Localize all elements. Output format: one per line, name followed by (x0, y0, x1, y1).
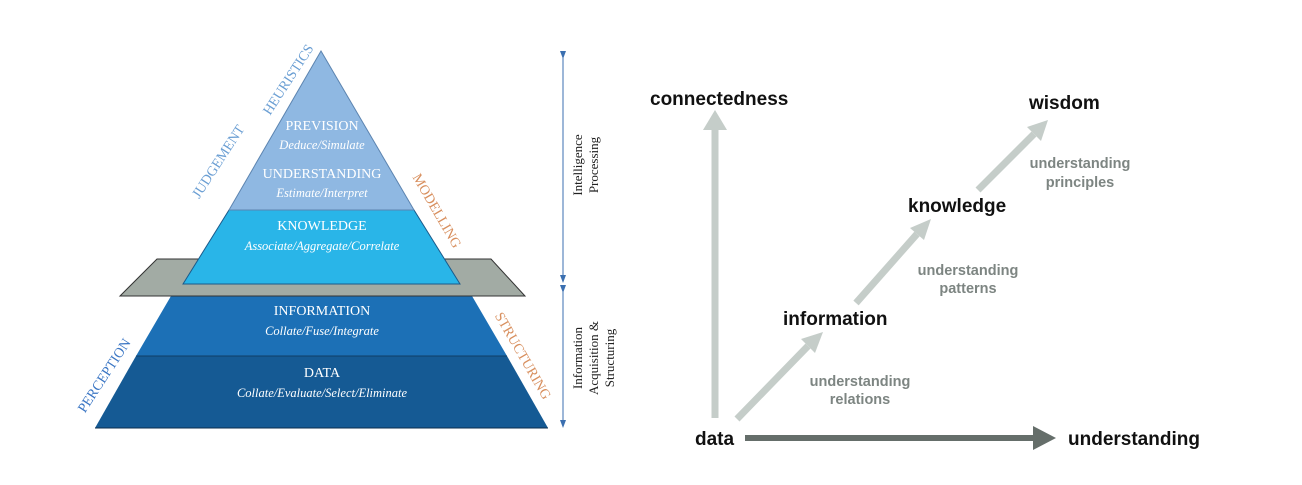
connectedness-axis-arrowhead (703, 110, 727, 130)
annotation-understanding-principles-line1: understanding (1030, 156, 1131, 172)
level-title-information: INFORMATION (274, 304, 370, 319)
bracket-label-processing: Processing (586, 136, 601, 193)
level-subtitle-understanding: Estimate/Interpret (275, 186, 368, 200)
level-title-understanding: UNDERSTANDING (263, 167, 382, 182)
arrow-data-to-information (734, 343, 811, 422)
node-information: information (783, 309, 888, 330)
node-wisdom: wisdom (1028, 93, 1100, 114)
annotation-understanding-relations-line2: relations (830, 392, 890, 408)
node-knowledge: knowledge (908, 196, 1006, 217)
pyramid-band-data (95, 356, 548, 428)
arrowhead-data-to-information (801, 332, 823, 353)
dikw-diagram: connectedness wisdom knowledge informati… (650, 89, 1200, 450)
node-understanding: understanding (1068, 429, 1200, 450)
node-data: data (695, 429, 735, 450)
level-title-data: DATA (304, 366, 341, 381)
level-title-prevision: PREVISION (285, 119, 358, 134)
level-subtitle-knowledge: Associate/Aggregate/Correlate (244, 239, 400, 253)
level-subtitle-data: Collate/Evaluate/Select/Eliminate (237, 386, 408, 400)
arrow-knowledge-to-wisdom (975, 131, 1037, 193)
pyramid-band-upper (228, 50, 415, 211)
arrowhead-knowledge-to-wisdom (1027, 120, 1048, 141)
annotation-understanding-relations-line1: understanding (810, 374, 911, 390)
level-subtitle-prevision: Deduce/Simulate (278, 138, 365, 152)
annotation-understanding-patterns-line2: patterns (939, 281, 996, 297)
bracket-label-acquisition: Acquisition & (586, 321, 601, 395)
side-label-judgement: JUDGEMENT (190, 122, 249, 201)
understanding-axis-arrowhead (1033, 426, 1056, 450)
pyramid-band-information (136, 296, 507, 356)
arrowhead-information-to-knowledge (910, 219, 931, 240)
level-subtitle-information: Collate/Fuse/Integrate (265, 324, 379, 338)
annotation-understanding-patterns-line1: understanding (918, 263, 1019, 279)
node-connectedness: connectedness (650, 89, 788, 110)
bracket-label-structuring: Structuring (602, 328, 617, 387)
intelligence-pyramid: PREVISION Deduce/Simulate UNDERSTANDING … (76, 42, 617, 429)
arrow-information-to-knowledge (853, 231, 920, 306)
level-title-knowledge: KNOWLEDGE (277, 219, 366, 234)
bracket-label-information: Information (570, 326, 585, 389)
bracket-label-intelligence: Intelligence (570, 134, 585, 196)
annotation-understanding-principles-line2: principles (1046, 175, 1115, 191)
